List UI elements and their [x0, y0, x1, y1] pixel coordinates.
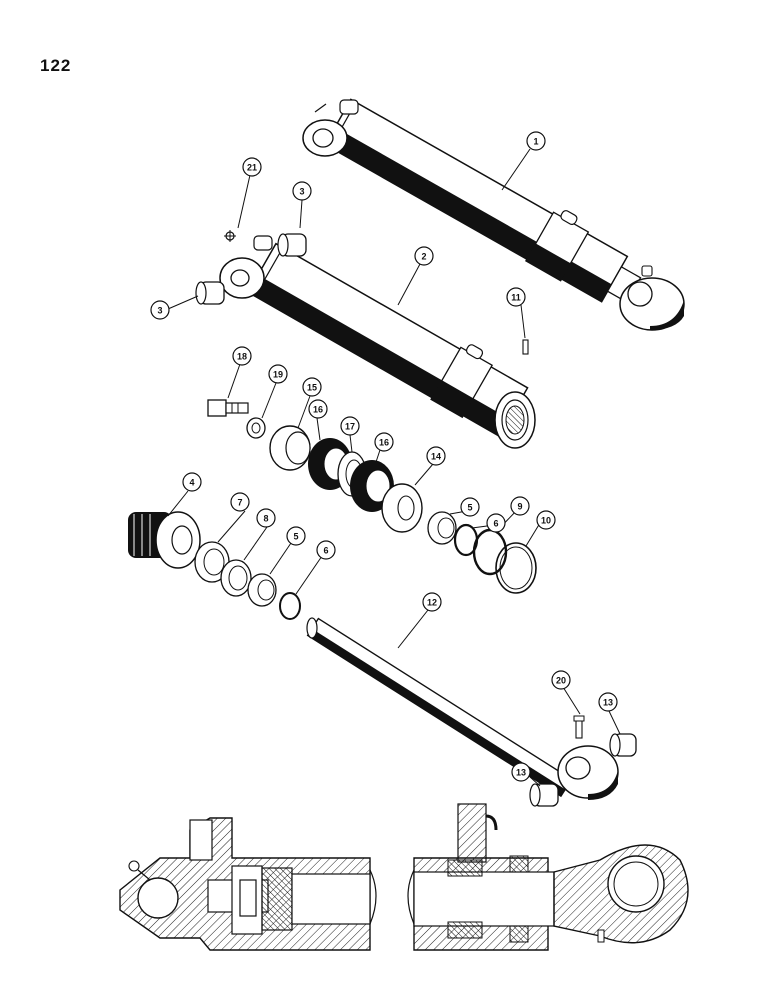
callout-21: 21: [242, 157, 262, 177]
bushing: [609, 733, 637, 757]
backup-washer: [220, 559, 252, 597]
svg-text:6: 6: [323, 546, 328, 556]
callout-5: 5: [286, 526, 306, 546]
svg-text:16: 16: [379, 438, 389, 448]
piston: [269, 425, 311, 471]
grease-fitting: [573, 715, 585, 739]
piston-rod: [306, 617, 619, 800]
backup-washer: [194, 541, 230, 583]
svg-text:16: 16: [313, 405, 323, 415]
cross-section-front: [407, 803, 689, 951]
rod-guide: [128, 511, 201, 569]
svg-text:10: 10: [541, 516, 551, 526]
piston-ring: [381, 483, 423, 533]
callout-3: 3: [292, 181, 312, 201]
cylinder-assembly: [302, 98, 685, 331]
grease-fitting: [522, 339, 529, 355]
svg-text:8: 8: [263, 514, 268, 524]
svg-text:3: 3: [299, 187, 304, 197]
svg-text:19: 19: [273, 370, 283, 380]
svg-text:3: 3: [157, 306, 162, 316]
svg-text:18: 18: [237, 352, 247, 362]
callout-7: 7: [230, 492, 250, 512]
svg-text:9: 9: [517, 502, 522, 512]
callout-19: 19: [268, 364, 288, 384]
svg-text:15: 15: [307, 383, 317, 393]
bushing: [277, 233, 307, 257]
bushing: [529, 783, 559, 807]
callout-11: 11: [506, 287, 526, 307]
svg-text:5: 5: [467, 503, 472, 513]
callout-13: 13: [598, 692, 618, 712]
o-ring: [279, 592, 301, 620]
callout-13: 13: [511, 762, 531, 782]
wiper-ring: [495, 542, 537, 594]
callout-5: 5: [460, 497, 480, 517]
piston-bolt: [207, 399, 249, 417]
rod-seal: [247, 573, 277, 607]
callout-18: 18: [232, 346, 252, 366]
svg-text:14: 14: [431, 452, 441, 462]
callout-8: 8: [256, 508, 276, 528]
washer: [246, 417, 266, 439]
svg-text:17: 17: [345, 422, 355, 432]
callout-9: 9: [510, 496, 530, 516]
callout-20: 20: [551, 670, 571, 690]
cross-section-rear: [119, 817, 377, 951]
page-number: 122: [40, 56, 72, 75]
svg-text:12: 12: [427, 598, 437, 608]
svg-text:21: 21: [247, 163, 257, 173]
callout-10: 10: [536, 510, 556, 530]
grease-fitting: [224, 230, 236, 242]
rod-seal: [427, 511, 457, 545]
leader-lines: [167, 148, 621, 787]
callout-15: 15: [302, 377, 322, 397]
callout-6: 6: [316, 540, 336, 560]
callout-12: 12: [422, 592, 442, 612]
bushing: [195, 281, 225, 305]
svg-text:2: 2: [421, 252, 426, 262]
svg-text:13: 13: [516, 768, 526, 778]
svg-text:20: 20: [556, 676, 566, 686]
svg-text:6: 6: [493, 519, 498, 529]
callout-4: 4: [182, 472, 202, 492]
callout-1: 1: [526, 131, 546, 151]
callout-16: 16: [308, 399, 328, 419]
svg-text:5: 5: [293, 532, 298, 542]
callout-14: 14: [426, 446, 446, 466]
callout-2: 2: [414, 246, 434, 266]
cylinder-barrel: [219, 235, 536, 449]
svg-text:11: 11: [511, 293, 521, 303]
svg-text:13: 13: [603, 698, 613, 708]
callout-3: 3: [150, 300, 170, 320]
callout-16: 16: [374, 432, 394, 452]
callout-17: 17: [340, 416, 360, 436]
callout-6: 6: [486, 513, 506, 533]
svg-text:1: 1: [533, 137, 538, 147]
svg-text:7: 7: [237, 498, 242, 508]
svg-text:4: 4: [189, 478, 194, 488]
